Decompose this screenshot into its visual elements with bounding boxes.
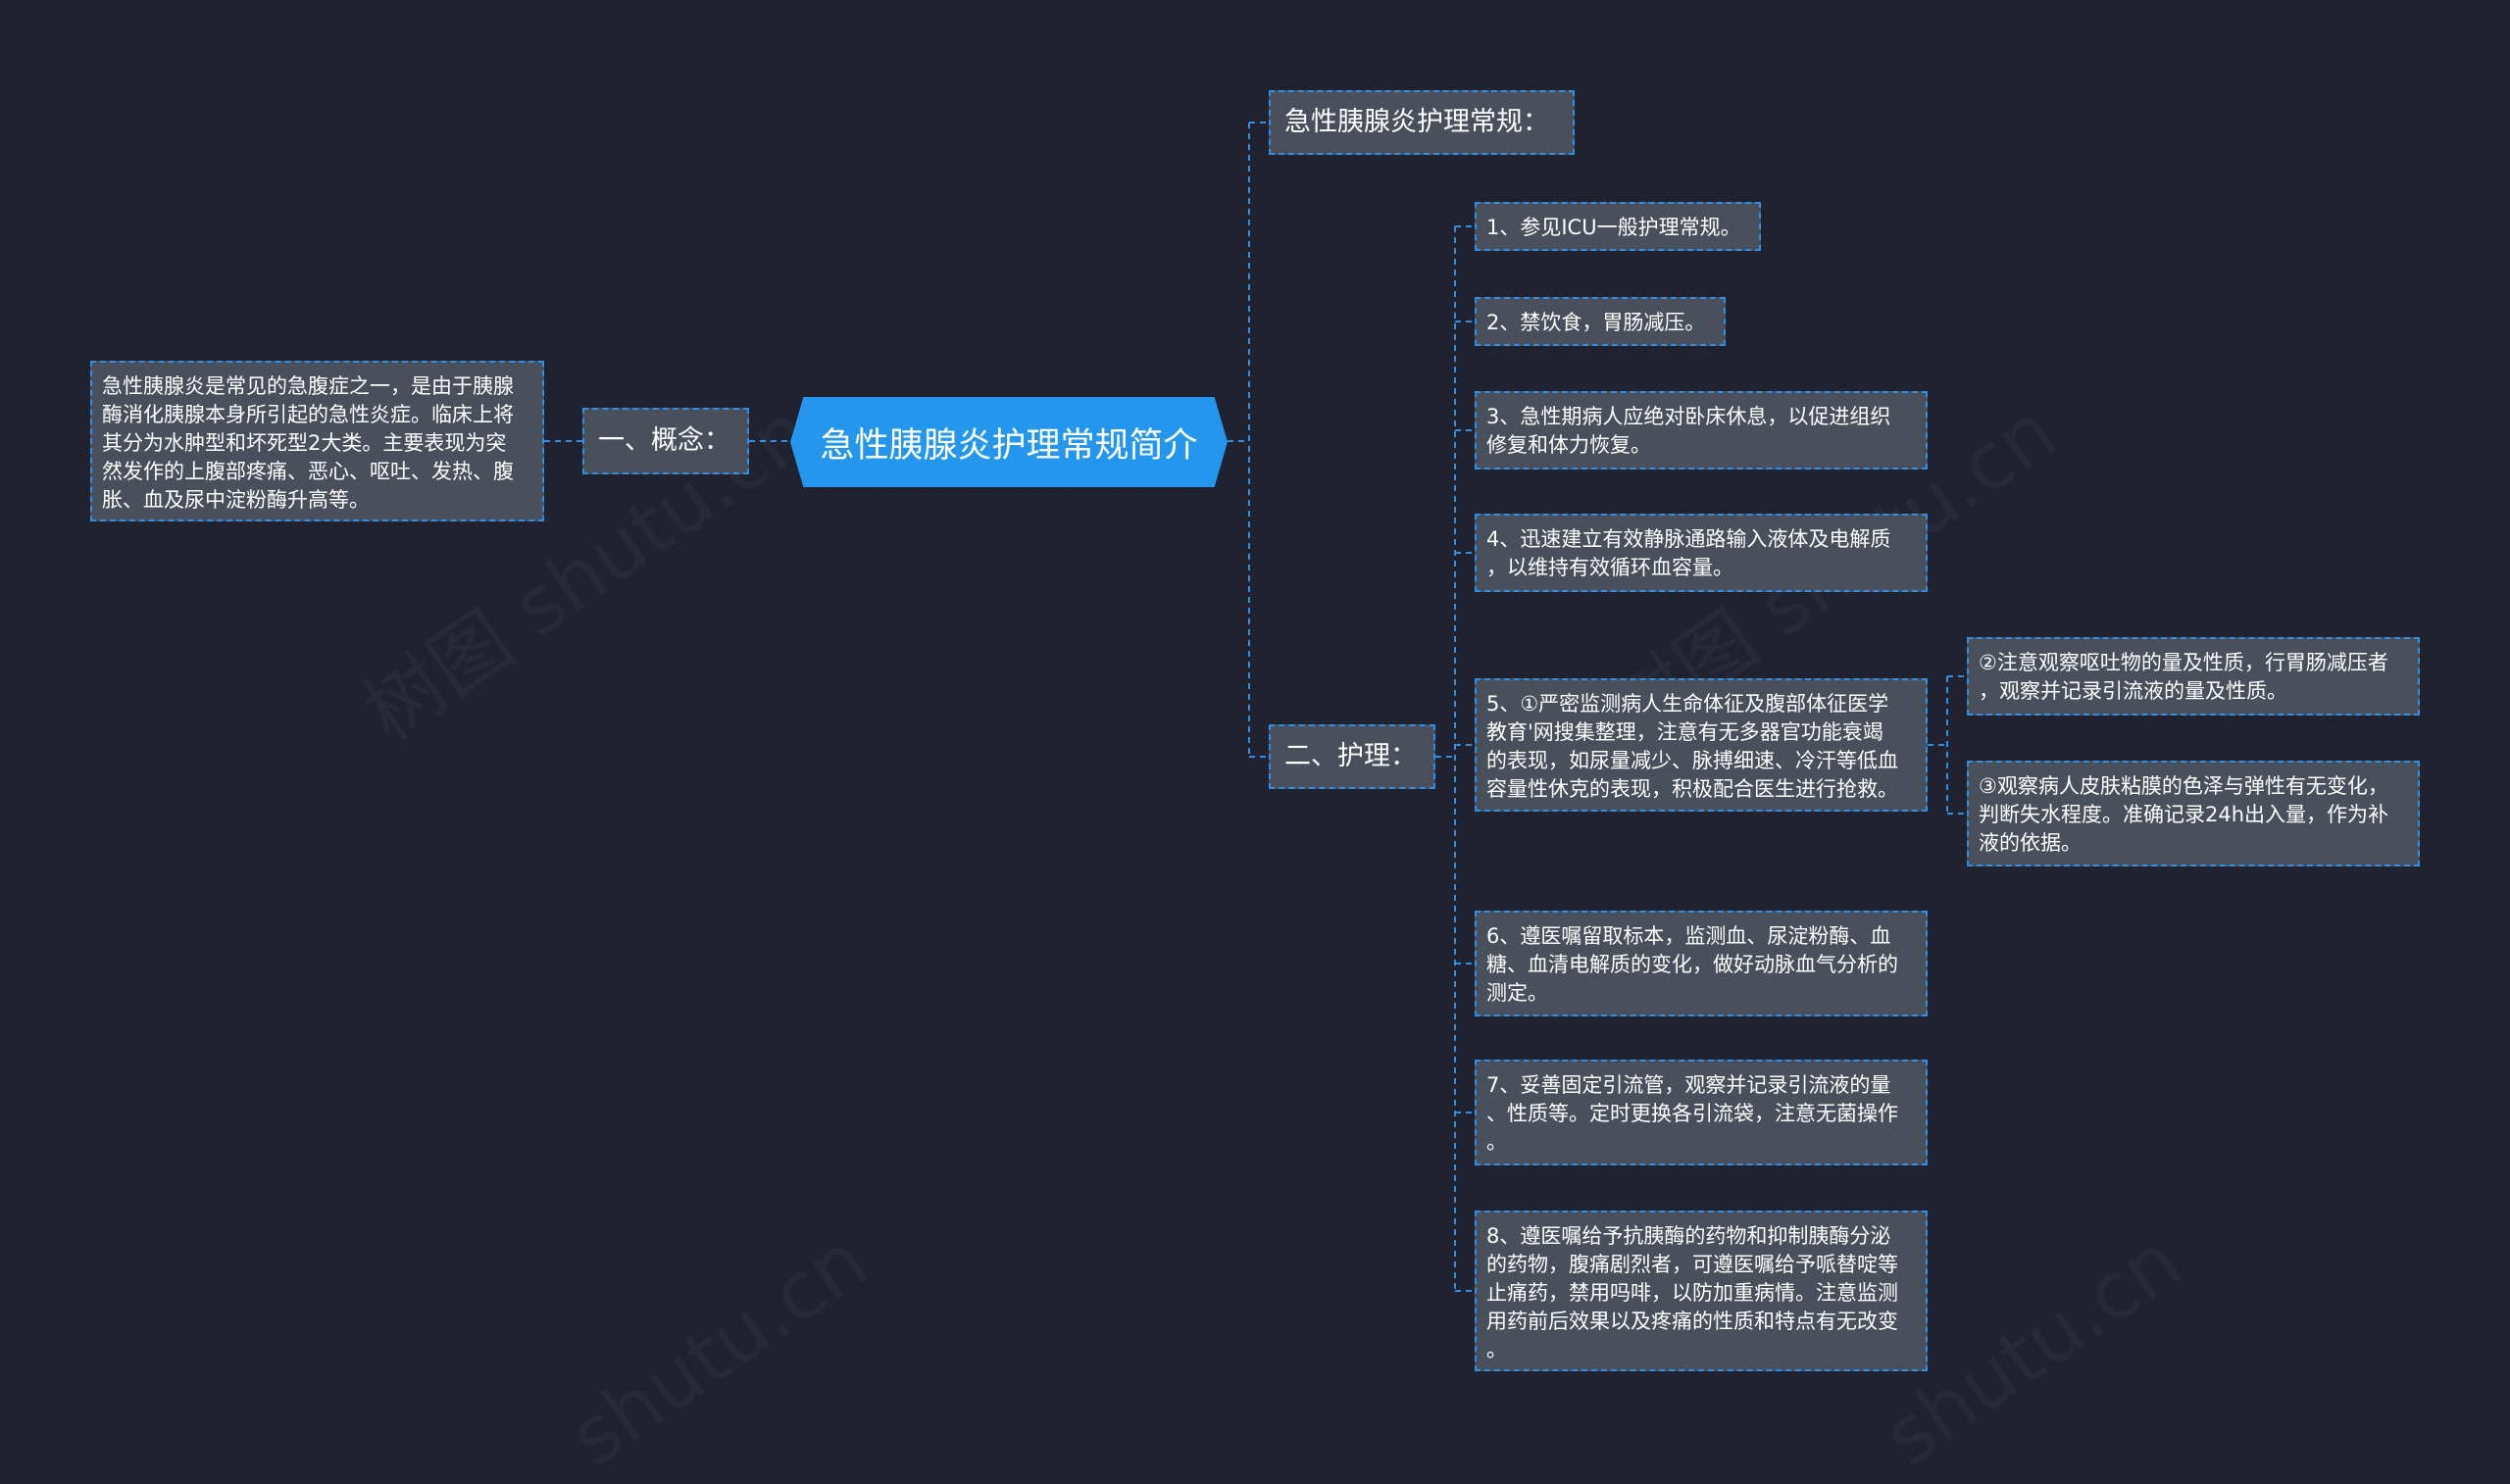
branch-concept[interactable]: 一、概念： <box>582 408 749 474</box>
nursing-item[interactable]: 8、遵医嘱给予抗胰酶的药物和抑制胰酶分泌 的药物，腹痛剧烈者，可遵医嘱给予哌替啶… <box>1475 1211 1928 1371</box>
nursing-item[interactable]: 4、迅速建立有效静脉通路输入液体及电解质 ，以维持有效循环血容量。 <box>1475 514 1928 592</box>
nursing-item[interactable]: 5、①严密监测病人生命体征及腹部体征医学 教育'网搜集整理，注意有无多器官功能衰… <box>1475 678 1928 812</box>
nursing-item[interactable]: 1、参见ICU一般护理常规。 <box>1475 202 1761 251</box>
nursing-item[interactable]: 6、遵医嘱留取标本，监测血、尿淀粉酶、血 糖、血清电解质的变化，做好动脉血气分析… <box>1475 911 1928 1016</box>
concept-description[interactable]: 急性胰腺炎是常见的急腹症之一，是由于胰腺 酶消化胰腺本身所引起的急性炎症。临床上… <box>90 361 544 521</box>
nursing-item[interactable]: 3、急性期病人应绝对卧床休息，以促进组织 修复和体力恢复。 <box>1475 391 1928 470</box>
branch-nursing[interactable]: 二、护理： <box>1269 724 1435 789</box>
branch-nursing-routine[interactable]: 急性胰腺炎护理常规： <box>1269 90 1575 155</box>
nursing-sub-item[interactable]: ③观察病人皮肤粘膜的色泽与弹性有无变化， 判断失水程度。准确记录24h出入量，作… <box>1967 761 2420 866</box>
nursing-item[interactable]: 2、禁饮食，胃肠减压。 <box>1475 297 1726 346</box>
root-topic[interactable]: 急性胰腺炎护理常规简介 <box>790 397 1228 487</box>
nursing-sub-item[interactable]: ②注意观察呕吐物的量及性质，行胃肠减压者 ，观察并记录引流液的量及性质。 <box>1967 637 2420 716</box>
nursing-item[interactable]: 7、妥善固定引流管，观察并记录引流液的量 、性质等。定时更换各引流袋，注意无菌操… <box>1475 1060 1928 1165</box>
